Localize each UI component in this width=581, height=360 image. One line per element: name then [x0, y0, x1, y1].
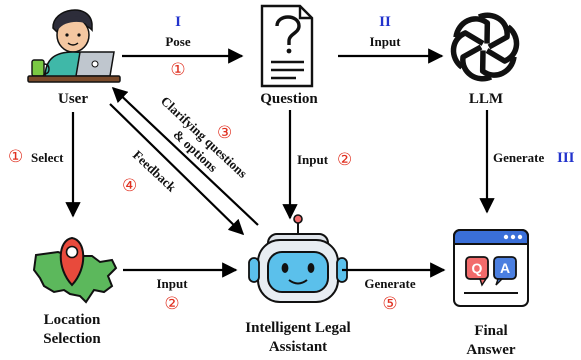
- input-location-label: Input: [156, 276, 188, 291]
- user-at-laptop-icon: [27, 9, 121, 83]
- generate-final-label: Generate: [364, 276, 415, 291]
- svg-text:Q: Q: [472, 260, 483, 276]
- assistant-label-line1: Intelligent Legal: [245, 320, 350, 336]
- select-label: Select: [31, 150, 64, 165]
- step-three: ③: [217, 123, 232, 143]
- final-label-line2: Answer: [466, 342, 516, 358]
- step-two-location: ②: [164, 294, 179, 314]
- input-question-label: Input: [297, 152, 329, 167]
- step-one-pose: ①: [170, 60, 185, 80]
- assistant-label-line2: Assistant: [269, 339, 327, 355]
- user-label: User: [58, 91, 88, 107]
- roman-two: II: [379, 14, 391, 30]
- location-label-line1: Location: [44, 312, 101, 328]
- step-four: ④: [122, 176, 137, 196]
- usa-map-pin-icon: [32, 236, 118, 304]
- input-llm-label: Input: [369, 34, 401, 49]
- pose-label: Pose: [165, 34, 191, 49]
- location-label-line2: Selection: [43, 331, 101, 347]
- svg-text:A: A: [500, 260, 510, 276]
- final-label-line1: Final: [474, 323, 507, 339]
- feedback-label: Feedback: [130, 147, 180, 195]
- arrows: [65, 48, 495, 278]
- qa-window-icon: Q A: [453, 229, 529, 307]
- arrow-assistant-user: [111, 86, 259, 226]
- llm-label: LLM: [469, 91, 503, 107]
- arrow-user-assistant: [109, 103, 245, 236]
- roman-one: I: [175, 14, 181, 30]
- question-document-icon: [260, 4, 314, 88]
- feedback-label-group: Feedback: [130, 147, 180, 195]
- step-two-question: ②: [337, 150, 352, 170]
- step-one-select: ①: [8, 147, 23, 167]
- generate-llm-label: Generate: [493, 150, 544, 165]
- question-label: Question: [260, 91, 318, 107]
- step-five: ⑤: [382, 294, 397, 314]
- openai-logo-icon: [450, 12, 520, 82]
- roman-three: III: [557, 150, 575, 166]
- robot-icon: [248, 214, 348, 303]
